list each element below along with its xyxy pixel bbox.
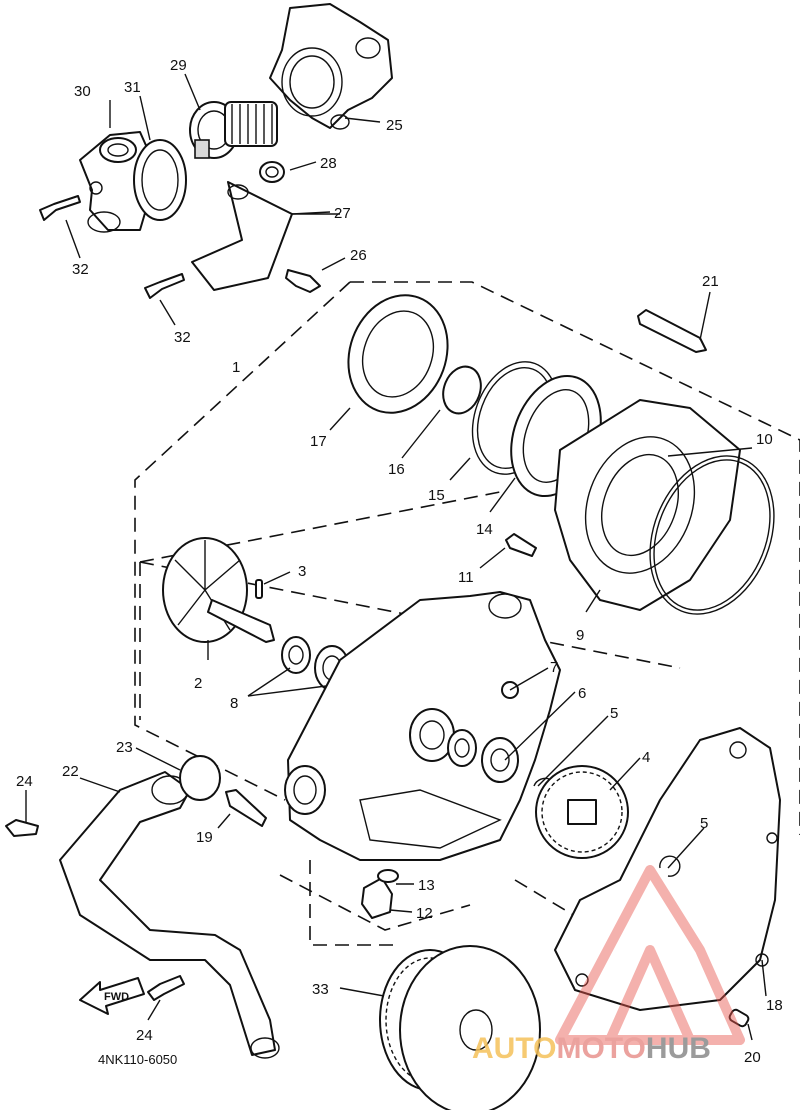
callout-21: 21 bbox=[702, 273, 719, 290]
dowel-20 bbox=[728, 1008, 750, 1028]
oring-16 bbox=[442, 365, 482, 415]
gasket-10 bbox=[649, 455, 775, 615]
bolt-24b bbox=[147, 975, 185, 1001]
callout-25: 25 bbox=[386, 117, 403, 134]
callout-27: 27 bbox=[334, 205, 351, 222]
callout-5b: 5 bbox=[700, 815, 708, 832]
callout-33: 33 bbox=[312, 981, 329, 998]
forward-arrow-icon: FWD bbox=[79, 977, 145, 1015]
thermostat-housing-cover bbox=[269, 3, 393, 130]
callout-22: 22 bbox=[62, 763, 79, 780]
bolt-32b bbox=[144, 273, 185, 299]
callout-5a: 5 bbox=[610, 705, 618, 722]
bearing-6 bbox=[481, 737, 519, 783]
callout-23: 23 bbox=[116, 739, 133, 756]
callout-11: 11 bbox=[458, 569, 474, 586]
watermark: AUTOMOTOHUB bbox=[472, 865, 745, 1065]
callout-13: 13 bbox=[418, 877, 435, 894]
bolt-32a bbox=[39, 195, 81, 221]
part-code: 4NK110-6050 bbox=[98, 1052, 177, 1067]
callout-18: 18 bbox=[766, 997, 783, 1014]
callout-19: 19 bbox=[196, 829, 213, 846]
callout-14: 14 bbox=[476, 521, 493, 538]
watermark-part2: MOTO bbox=[556, 1032, 645, 1065]
thermostat-bracket bbox=[191, 181, 340, 291]
drain-bolt-12 bbox=[361, 877, 393, 919]
callout-10: 10 bbox=[756, 431, 773, 448]
callout-12: 12 bbox=[416, 905, 433, 922]
impeller-shaft-2 bbox=[162, 537, 275, 643]
callout-31: 31 bbox=[124, 79, 141, 96]
callout-7: 7 bbox=[550, 659, 558, 676]
bolt-24a bbox=[5, 819, 39, 837]
bolt-21 bbox=[637, 309, 707, 353]
bolt-26 bbox=[285, 269, 321, 293]
thermostat-gasket bbox=[259, 161, 285, 183]
callout-15: 15 bbox=[428, 487, 445, 504]
watermark-part3: HUB bbox=[646, 1032, 711, 1065]
oil-seal-17 bbox=[347, 294, 449, 414]
callout-9: 9 bbox=[576, 627, 584, 644]
oring-23 bbox=[179, 755, 221, 801]
callout-32a: 32 bbox=[72, 261, 89, 278]
callout-32b: 32 bbox=[174, 329, 191, 346]
gear-4 bbox=[535, 765, 629, 859]
callout-20: 20 bbox=[744, 1049, 761, 1066]
callout-30: 30 bbox=[74, 83, 91, 100]
washer-13 bbox=[377, 869, 399, 883]
callout-26: 26 bbox=[350, 247, 367, 264]
watermark-part1: AUTO bbox=[472, 1032, 556, 1065]
callout-1: 1 bbox=[232, 359, 240, 376]
pump-housing bbox=[284, 591, 561, 861]
callout-24b: 24 bbox=[136, 1027, 153, 1044]
callout-4: 4 bbox=[642, 749, 650, 766]
joint-oring bbox=[133, 139, 187, 221]
callout-17: 17 bbox=[310, 433, 327, 450]
callout-labels: 30 31 29 25 28 27 26 32 32 21 1 17 10 16… bbox=[16, 57, 783, 1067]
leader-lines bbox=[25, 73, 767, 1041]
callout-6: 6 bbox=[578, 685, 586, 702]
callout-24a: 24 bbox=[16, 773, 33, 790]
watermark-logo-icon bbox=[555, 865, 745, 1045]
bolt-19 bbox=[225, 789, 267, 827]
pin-3 bbox=[255, 579, 263, 599]
callout-8: 8 bbox=[230, 695, 238, 712]
thermostat bbox=[189, 101, 278, 159]
watermark-text: AUTOMOTOHUB bbox=[472, 1032, 711, 1065]
fwd-label: FWD bbox=[104, 991, 129, 1003]
bolt-11 bbox=[505, 533, 537, 557]
callout-28: 28 bbox=[320, 155, 337, 172]
pump-cover-9 bbox=[554, 399, 741, 611]
gear-33 bbox=[379, 945, 541, 1110]
callout-29: 29 bbox=[170, 57, 187, 74]
callout-16: 16 bbox=[388, 461, 405, 478]
callout-2: 2 bbox=[194, 675, 202, 692]
water-pipe-joint bbox=[79, 131, 151, 233]
callout-3: 3 bbox=[298, 563, 306, 580]
